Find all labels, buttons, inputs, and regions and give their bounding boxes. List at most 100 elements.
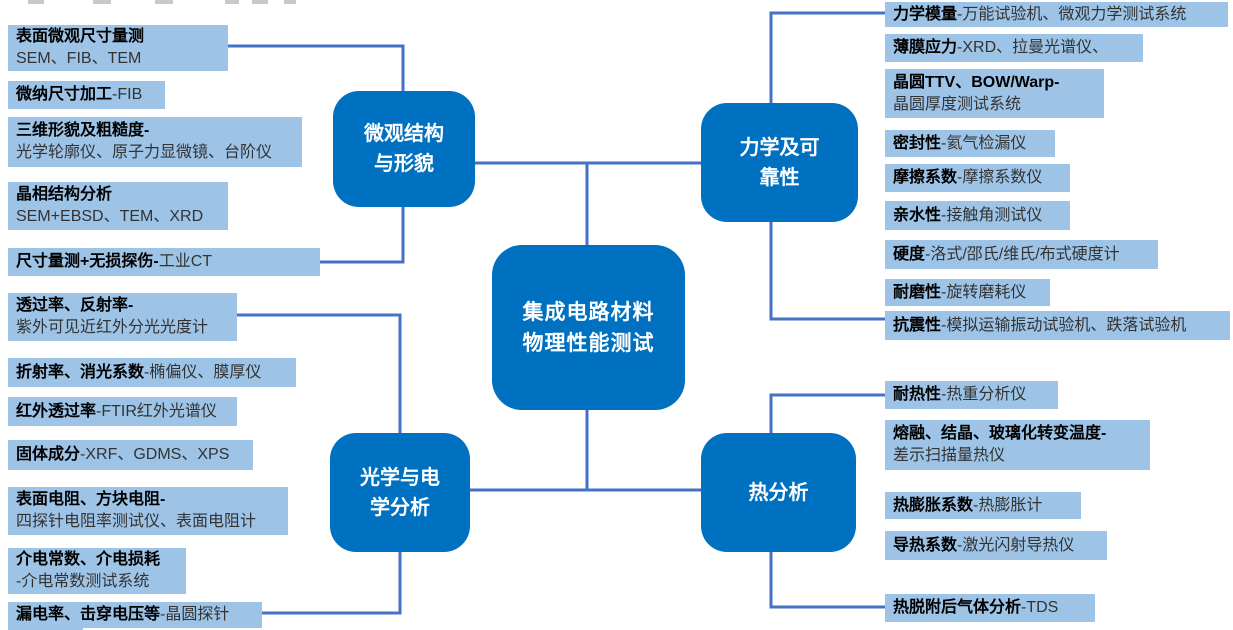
leaf-regular-text: -接触角测试仪 <box>941 206 1043 224</box>
leaf-regular-text: -热重分析仪 <box>941 386 1027 403</box>
leaf-regular-text: 光学轮廓仪、原子力显微镜、台阶仪 <box>16 144 273 161</box>
leaf-bold-text: 三维形貌及粗糙度- <box>16 122 150 139</box>
branch-node-microstructure: 微观结构 与形貌 <box>333 91 475 207</box>
leaf-bold-text: 导热系数 <box>893 536 958 554</box>
leaf-bold-text: 热脱附后气体分析 <box>893 599 1022 616</box>
cropped-text-artifact <box>93 0 111 4</box>
cropped-text-artifact <box>155 0 173 4</box>
branch-label-line2: 学分析 <box>370 496 430 519</box>
leaf-dimension-ndt-ct: 尺寸量测+无损探伤-工业CT <box>8 248 320 276</box>
leaf-regular-text: -XRF、GDMS、XPS <box>80 446 230 463</box>
leaf-bold-text: 漏电率、击穿电压等 <box>16 606 161 623</box>
leaf-bold-text: 密封性 <box>893 134 942 152</box>
leaf-regular-text: -万能试验机、微观力学测试系统 <box>957 5 1187 23</box>
leaf-regular-text: 差示扫描量热仪 <box>893 447 1006 464</box>
leaf-micro-nano-machining: 微纳尺寸加工-FIB <box>8 81 165 109</box>
leaf-transmittance-reflectance: 透过率、反射率- 紫外可见近红外分光光度计 <box>8 293 237 341</box>
leaf-bold-text: 熔融、结晶、玻璃化转变温度- <box>893 425 1107 442</box>
leaf-hydrophilicity: 亲水性-接触角测试仪 <box>885 201 1070 230</box>
leaf-wafer-ttv-bow-warp: 晶圆TTV、BOW/Warp- 晶圆厚度测试系统 <box>885 69 1104 118</box>
leaf-regular-text: -热膨胀计 <box>973 496 1043 514</box>
center-node-label-line2: 物理性能测试 <box>522 331 655 355</box>
connector-thermal-bottom <box>769 552 885 609</box>
leaf-regular-text: -摩擦系数仪 <box>957 169 1043 186</box>
leaf-bold-text: 折射率、消光系数 <box>16 363 145 381</box>
center-node-label-line1: 集成电路材料 <box>522 300 655 324</box>
leaf-regular-text: -介电常数测试系统 <box>16 573 150 590</box>
connector-micro-bottom <box>320 207 405 264</box>
cropped-text-artifact <box>225 0 239 4</box>
cropped-text-artifact <box>252 0 268 4</box>
leaf-crystal-phase-structure: 晶相结构分析 SEM+EBSD、TEM、XRD <box>8 182 228 230</box>
leaf-bold-text: 表面电阻、方块电阻- <box>16 491 166 508</box>
leaf-bold-text: 耐热性 <box>893 386 942 403</box>
leaf-regular-text: -激光闪射导热仪 <box>957 536 1075 554</box>
branch-label-line1: 微观结构 <box>364 123 444 145</box>
cropped-text-artifact <box>284 0 296 4</box>
leaf-cut-off-bottom <box>8 627 83 630</box>
connector-micro-top <box>228 44 405 91</box>
connector-mech-top <box>769 11 885 103</box>
leaf-wear-resistance: 耐磨性-旋转磨耗仪 <box>885 279 1050 306</box>
leaf-bold-text: 晶圆TTV、BOW/Warp- <box>893 73 1060 91</box>
leaf-regular-text: SEM、FIB、TEM <box>16 50 142 67</box>
leaf-regular-text: -模拟运输振动试验机、跌落试验机 <box>941 316 1187 334</box>
leaf-leakage-breakdown-voltage: 漏电率、击穿电压等-晶圆探针 <box>8 602 262 628</box>
branch-label-line1: 热分析 <box>748 481 809 504</box>
connector-mech-bottom <box>769 222 885 321</box>
leaf-regular-text: -FIB <box>112 86 143 103</box>
leaf-bold-text: 介电常数、介电损耗 <box>16 551 161 568</box>
leaf-regular-text: -FTIR红外光谱仪 <box>96 402 217 420</box>
leaf-hardness: 硬度-洛式/邵氏/维氏/布式硬度计 <box>885 240 1158 269</box>
leaf-surface-micro-dimension: 表面微观尺寸量测 SEM、FIB、TEM <box>8 25 228 71</box>
leaf-bold-text: 晶相结构分析 <box>16 186 113 203</box>
leaf-bold-text: 热膨胀系数 <box>893 496 974 514</box>
connector-optical-bottom <box>262 552 402 615</box>
leaf-vibration-resistance: 抗震性-模拟运输振动试验机、跌落试验机 <box>885 311 1230 340</box>
leaf-regular-text: -XRD、拉曼光谱仪、 <box>957 39 1109 56</box>
leaf-bold-text: 硬度 <box>893 245 926 263</box>
leaf-solid-composition: 固体成分-XRF、GDMS、XPS <box>8 440 253 470</box>
connector-thermal-top <box>769 393 885 433</box>
leaf-bold-text: 尺寸量测+无损探伤- <box>16 253 159 270</box>
leaf-melting-crystallization-tg: 熔融、结晶、玻璃化转变温度- 差示扫描量热仪 <box>885 420 1150 470</box>
leaf-surface-sheet-resistance: 表面电阻、方块电阻-四探针电阻率测试仪、表面电阻计 <box>8 487 288 535</box>
leaf-thin-film-stress: 薄膜应力-XRD、拉曼光谱仪、 <box>885 34 1143 62</box>
leaf-bold-text: 耐磨性 <box>893 283 942 301</box>
leaf-ir-transmittance: 红外透过率-FTIR红外光谱仪 <box>8 397 237 426</box>
leaf-mechanical-modulus: 力学模量-万能试验机、微观力学测试系统 <box>885 2 1228 27</box>
leaf-regular-text: -旋转磨耗仪 <box>941 283 1027 301</box>
leaf-bold-text: 红外透过率 <box>16 402 97 420</box>
cropped-text-artifact <box>28 0 44 4</box>
leaf-regular-text: -晶圆探针 <box>160 606 230 623</box>
connector-optical-top <box>237 313 402 433</box>
leaf-bold-text: 微纳尺寸加工 <box>16 86 113 103</box>
leaf-thermal-conductivity: 导热系数-激光闪射导热仪 <box>885 531 1107 560</box>
leaf-dielectric-constant-loss: 介电常数、介电损耗 -介电常数测试系统 <box>8 548 186 594</box>
branch-node-optical-electrical: 光学与电 学分析 <box>330 433 470 552</box>
leaf-bold-text: 透过率、反射率- <box>16 297 134 314</box>
leaf-bold-text: 薄膜应力 <box>893 39 958 56</box>
leaf-regular-text: -TDS <box>1021 599 1059 616</box>
leaf-regular-text: -洛式/邵氏/维氏/布式硬度计 <box>925 245 1120 263</box>
branch-label-line2: 与形貌 <box>374 153 434 175</box>
leaf-bold-text: 力学模量 <box>893 5 958 23</box>
leaf-thermal-expansion: 热膨胀系数-热膨胀计 <box>885 492 1081 519</box>
leaf-bold-text: 表面微观尺寸量测 <box>16 28 145 45</box>
leaf-tds-gas-analysis: 热脱附后气体分析-TDS <box>885 594 1095 622</box>
leaf-regular-text: -椭偏仪、膜厚仪 <box>144 363 262 381</box>
leaf-hermeticity: 密封性-氦气检漏仪 <box>885 130 1055 157</box>
branch-node-mechanics-reliability: 力学及可 靠性 <box>701 103 858 222</box>
branch-node-thermal-analysis: 热分析 <box>701 433 856 552</box>
leaf-bold-text: 亲水性 <box>893 206 942 224</box>
leaf-regular-text: SEM+EBSD、TEM、XRD <box>16 208 204 225</box>
leaf-bold-text: 固体成分 <box>16 446 81 463</box>
branch-label-line1: 光学与电 <box>360 466 440 489</box>
leaf-bold-text: 抗震性 <box>893 316 942 334</box>
leaf-3d-morphology-roughness: 三维形貌及粗糙度- 光学轮廓仪、原子力显微镜、台阶仪 <box>8 117 302 167</box>
leaf-regular-text: 晶圆厚度测试系统 <box>893 95 1022 113</box>
leaf-bold-text: 摩擦系数 <box>893 169 958 186</box>
leaf-regular-text: 紫外可见近红外分光光度计 <box>16 319 209 336</box>
